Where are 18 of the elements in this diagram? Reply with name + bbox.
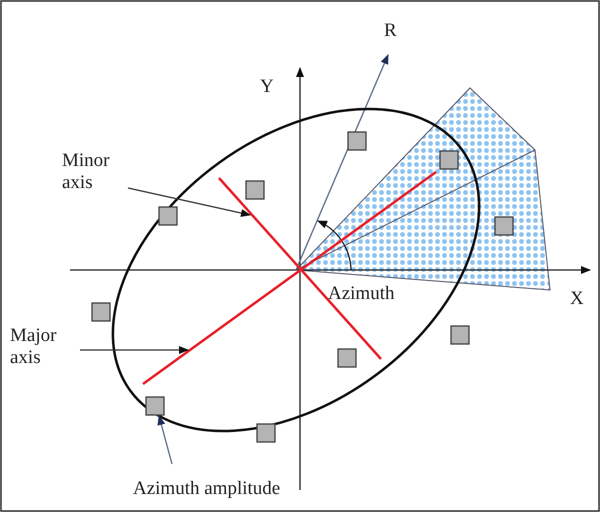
callout-label: Major axis: [10, 325, 80, 369]
square-marker: [91, 302, 111, 322]
callout-label: Minor axis: [62, 150, 132, 194]
square-marker: [494, 216, 514, 236]
square-marker: [347, 131, 367, 151]
angle-label: Azimuth: [328, 283, 394, 305]
callout-label: Azimuth amplitude: [133, 478, 333, 500]
leader-line: [158, 415, 173, 464]
leader-line: [80, 346, 189, 354]
square-marker: [145, 396, 165, 416]
axis-label: Y: [260, 76, 274, 98]
axis-label: X: [570, 288, 584, 310]
axis-label: R: [384, 20, 397, 42]
major-axis-line: [142, 170, 437, 386]
leader-line: [128, 187, 251, 217]
square-marker: [439, 150, 459, 170]
square-marker: [256, 423, 276, 443]
square-marker: [450, 325, 470, 345]
